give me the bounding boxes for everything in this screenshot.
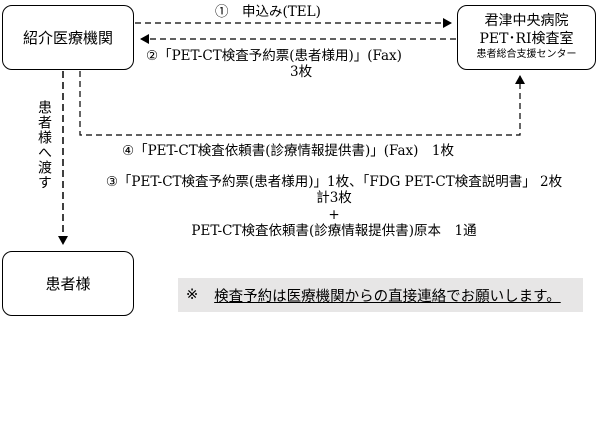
step1-label: ① 申込み(TEL) (215, 4, 321, 20)
referrer-label: 紹介医療機関 (22, 29, 113, 47)
referrer-node: 紹介医療機関 (2, 5, 134, 70)
step3-note: ③「PET-CT検査予約票(患者様用)」1枚、「FDG PET-CT検査説明書」… (68, 174, 600, 240)
notice-box: ※ 検査予約は医療機関からの直接連絡でお願いします。 (178, 278, 583, 312)
step3-line3: + (328, 206, 340, 223)
step3-line2: 計3枚 (316, 190, 352, 207)
hospital-node: 君津中央病院 PET･RI検査室 患者総合支援センター (457, 5, 596, 70)
hospital-dept: PET･RI検査室 (479, 30, 574, 47)
notice-message: 検査予約は医療機関からの直接連絡でお願いします。 (214, 288, 561, 305)
hospital-name: 君津中央病院 (484, 13, 569, 30)
step4-label: ④「PET-CT検査依頼書(診療情報提供書)」(Fax) 1枚 (122, 143, 454, 159)
step3-line4: PET-CT検査依頼書(診療情報提供書)原本 1通 (191, 223, 477, 240)
step2-label: ②「PET-CT検査予約票(患者様用)」(Fax) (146, 48, 402, 64)
arrow-step4 (79, 71, 525, 136)
hospital-center: 患者総合支援センター (476, 49, 577, 61)
step3-line1: ③「PET-CT検査予約票(患者様用)」1枚、「FDG PET-CT検査説明書」… (105, 174, 563, 190)
notice-mark: ※ (186, 287, 199, 303)
patient-label: 患者様 (45, 275, 91, 293)
handover-label: 患者様へ渡す (36, 100, 52, 190)
patient-node: 患者様 (2, 251, 134, 316)
step2-count: 3枚 (290, 64, 313, 80)
